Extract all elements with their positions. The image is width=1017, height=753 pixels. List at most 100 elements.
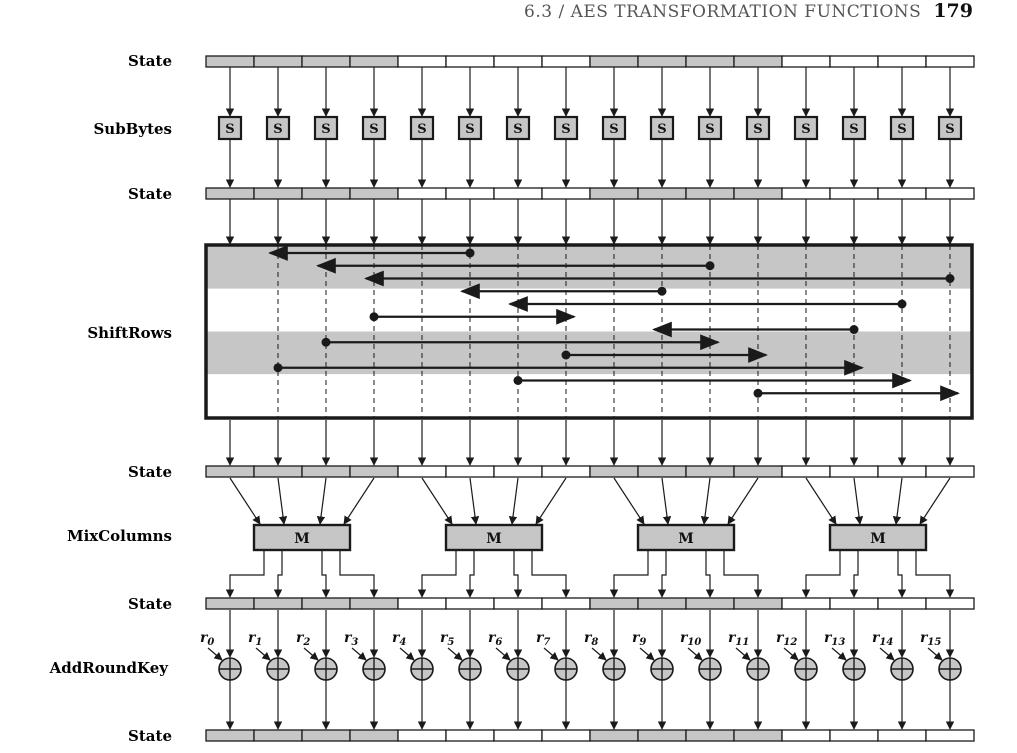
flow-arrows (207, 67, 955, 730)
state-cell (253, 187, 303, 200)
round-key-label: r9 (632, 630, 646, 648)
round-key-label: r15 (920, 630, 941, 648)
state-cell (733, 729, 783, 742)
state-cell (253, 729, 303, 742)
state-cell (541, 465, 591, 478)
sbox (457, 115, 483, 141)
key-arrow (735, 647, 751, 661)
round-key-label: r7 (536, 630, 550, 648)
sbox (361, 115, 387, 141)
state-cell (493, 597, 543, 610)
state-cell (685, 597, 735, 610)
flow-arrow (919, 477, 951, 525)
sbox (313, 115, 339, 141)
shiftrows-dot (897, 299, 907, 309)
state-cell (205, 187, 255, 200)
state-cell (733, 55, 783, 68)
state-cell (205, 55, 255, 68)
state-cell (589, 187, 639, 200)
shiftrows-dot (945, 274, 955, 283)
mix-label: M (870, 531, 886, 547)
sbox-label: S (705, 122, 714, 137)
sbox (553, 115, 579, 141)
flow-arrow (535, 477, 567, 525)
state-cell (253, 55, 303, 68)
sbox (841, 115, 867, 141)
key-arrow (351, 647, 367, 661)
shiftrows-dot (849, 325, 859, 334)
flow-arrow (915, 550, 955, 598)
key-arrow (303, 647, 319, 661)
sbox-label: S (369, 122, 378, 137)
sbox-label: S (465, 122, 474, 137)
key-arrow (495, 647, 511, 661)
state-cell (301, 729, 351, 742)
sbox-label: S (273, 122, 282, 137)
mix-label: M (678, 531, 694, 547)
round-key-label: r3 (344, 630, 358, 648)
shiftrows-frame (204, 243, 974, 420)
flow-arrow (897, 550, 907, 598)
sbox (217, 115, 243, 141)
key-arrow (591, 647, 607, 661)
state-cell (589, 729, 639, 742)
mix-label: M (486, 531, 502, 547)
sbox (697, 115, 723, 141)
round-key-label: r8 (584, 630, 598, 648)
flow-arrow (609, 550, 649, 598)
state-cell (925, 55, 975, 68)
state-cell (301, 465, 351, 478)
sbox-label: S (417, 122, 426, 137)
state-cell (541, 597, 591, 610)
shiftrows-dot (705, 261, 715, 271)
state-cell (301, 597, 351, 610)
round-key-label: r6 (488, 630, 502, 648)
sbox (649, 115, 675, 141)
state-label-3: State (128, 463, 172, 481)
state-cell (685, 55, 735, 68)
key-arrow (879, 647, 895, 661)
state-cell (877, 187, 927, 200)
state-cell (733, 465, 783, 478)
sbox-label: S (801, 122, 810, 137)
state-label-5: State (128, 727, 172, 745)
shiftrows-dot (369, 312, 379, 322)
state-cell (253, 597, 303, 610)
addroundkey-label: AddRoundKey (49, 659, 170, 677)
sbox (937, 115, 963, 141)
shiftrows-dot (753, 388, 763, 398)
key-arrow (927, 647, 943, 661)
mix-box (444, 523, 544, 552)
flow-arrow (469, 477, 480, 525)
sbox-label: S (609, 122, 618, 137)
shiftrows-box (204, 243, 974, 420)
state-cell (541, 55, 591, 68)
flow-arrow (229, 477, 261, 525)
state-cell (397, 187, 447, 200)
round-key-label: r5 (440, 630, 454, 648)
sbox-label: S (897, 122, 906, 137)
shiftrows-dot (321, 337, 331, 347)
section-title: 6.3 / AES TRANSFORMATION FUNCTIONS (524, 2, 922, 22)
flow-arrow (661, 477, 672, 525)
state-cell (877, 729, 927, 742)
round-key-label: r10 (680, 630, 701, 648)
flow-arrow (892, 477, 903, 525)
flow-arrow (531, 550, 571, 598)
flow-arrow (801, 550, 841, 598)
state-cell (349, 597, 399, 610)
state-cell (493, 465, 543, 478)
mix-label: M (294, 531, 310, 547)
mixcolumns-label: MixColumns (67, 527, 172, 545)
state-cell (733, 597, 783, 610)
mix-box (828, 523, 928, 552)
state-cell (445, 465, 495, 478)
state-cell (589, 465, 639, 478)
sbox (265, 115, 291, 141)
flow-arrow (225, 550, 265, 598)
flow-arrow (805, 477, 837, 525)
state-cell (205, 597, 255, 610)
state-cell (349, 465, 399, 478)
